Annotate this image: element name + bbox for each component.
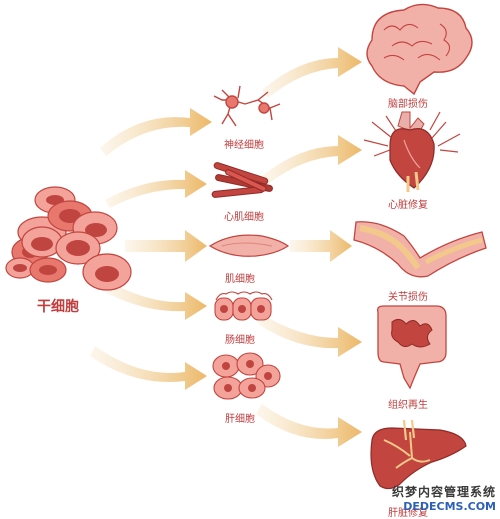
neuron-illustration [213, 85, 281, 127]
liver-cell-illustration [212, 352, 281, 400]
intestine-illustration [376, 305, 447, 390]
arrow-to-heart [262, 135, 362, 184]
liver-illustration [370, 419, 467, 490]
watermark-cn: 织梦内容管理系统 [391, 485, 496, 499]
arrow-to-intestinal-cell [105, 282, 207, 320]
arrow-to-liver-cell [90, 346, 207, 390]
joint-injury-label: 关节损伤 [388, 292, 428, 303]
muscle-cell-illustration [208, 234, 290, 257]
arrow-to-joint [290, 230, 352, 262]
intestinal-cell-label: 肠细胞 [225, 335, 255, 346]
heart-illustration [363, 111, 461, 192]
arrow-to-neuron [100, 108, 212, 156]
heart-repair-label: 心脏修复 [388, 200, 428, 211]
cardiomyocyte-illustration [211, 162, 273, 198]
brain-injury-label: 脑部损伤 [388, 99, 428, 110]
cardiomyocyte-label: 心肌细胞 [224, 212, 264, 223]
neuron-label: 神经细胞 [224, 140, 264, 151]
stem-cell-label: 干细胞 [37, 299, 79, 315]
tissue-regeneration-label: 组织再生 [388, 400, 428, 411]
arrow-to-liver [256, 404, 362, 447]
arrow-to-brain [262, 47, 362, 98]
liver-repair-label: 肝脏修复 [388, 508, 428, 519]
arrow-to-cardiomyocyte [105, 170, 207, 208]
muscle-cell-label: 肌细胞 [225, 274, 255, 285]
watermark-en: DEDECMS.COM [403, 500, 496, 513]
joint-illustration [353, 221, 487, 278]
brain-illustration [366, 3, 473, 96]
arrow-to-muscle-cell [125, 230, 207, 262]
arrows-stem-to-cells [90, 108, 212, 390]
intestinal-cell-illustration [214, 291, 273, 321]
stem-cell-cluster [5, 186, 132, 291]
liver-cell-label: 肝细胞 [225, 414, 255, 425]
arrow-to-intestine [258, 314, 362, 357]
arrows-cells-to-outcomes [256, 47, 362, 447]
